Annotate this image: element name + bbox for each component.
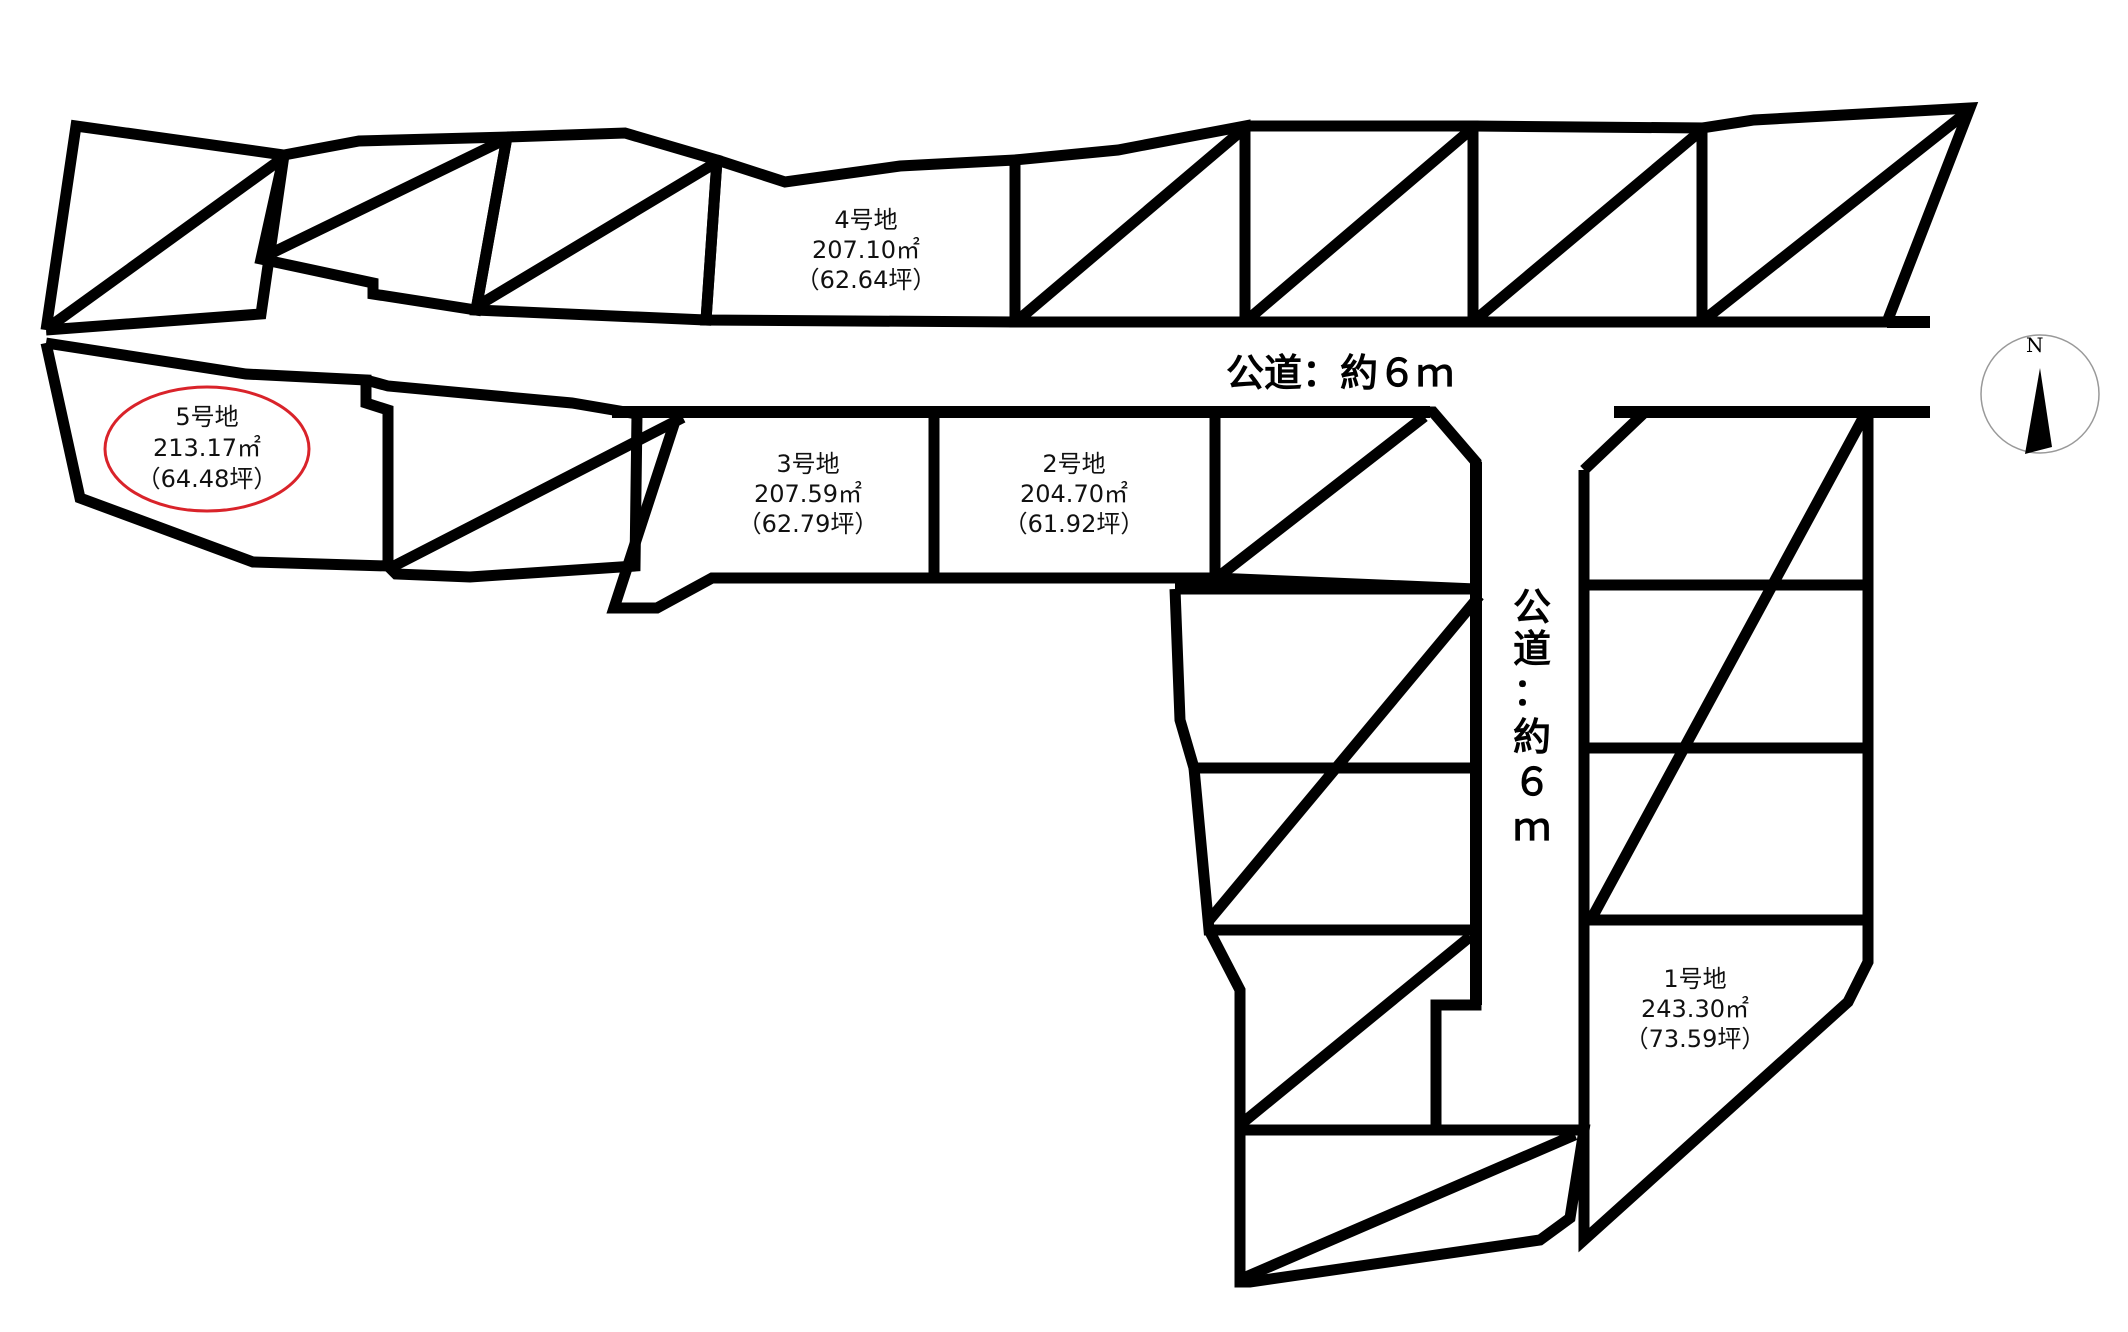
sold-lot-outline — [1578, 406, 1874, 591]
sold-lot-hatch — [1240, 1129, 1578, 1284]
sold-lot-hatch — [1472, 126, 1705, 324]
lot-1-name: 1号地 — [1663, 965, 1726, 993]
sold-lot-outline — [1188, 762, 1482, 936]
lot-4-tsubo: （62.64坪） — [796, 266, 937, 294]
north-block-outline — [40, 102, 1979, 336]
road-label-char: ６ — [1513, 760, 1551, 804]
sold-lot-hatch — [1214, 412, 1428, 582]
lot-3-area: 207.59㎡ — [754, 480, 862, 508]
road-label-char: 約 — [1513, 715, 1551, 759]
lot-3-tsubo: （62.79坪） — [738, 510, 879, 538]
sold-lot-hatch — [1586, 412, 1870, 922]
lot-2-label[interactable]: 2号地 204.70㎡ （61.92坪） — [1004, 450, 1145, 538]
lot-1-tsubo: （73.59坪） — [1625, 1025, 1766, 1053]
west-column-outline — [1169, 406, 1591, 1288]
sold-lot-hatch — [44, 152, 288, 333]
sold-lot-outline — [1169, 583, 1482, 774]
lot-5-tsubo: （64.48坪） — [137, 465, 278, 493]
compass-north-arrow-icon — [2025, 368, 2052, 454]
lot-3-name: 3号地 — [776, 450, 839, 478]
lot-4-label[interactable]: 4号地 207.10㎡ （62.64坪） — [796, 206, 937, 294]
lot-1-label[interactable]: 1号地 243.30㎡ （73.59坪） — [1625, 965, 1766, 1053]
road-label-char: 道 — [1513, 627, 1551, 671]
road-label-vertical: 公 道 ： 約 ６ ｍ — [1513, 585, 1551, 849]
sold-lot-hatch — [476, 157, 720, 310]
sold-lot-outline — [254, 131, 514, 317]
lot-3-label[interactable]: 3号地 207.59㎡ （62.79坪） — [738, 450, 879, 538]
lot-5-name: 5号地 — [175, 403, 238, 431]
north-compass: N — [1980, 333, 2100, 454]
sold-lot-outline — [1696, 102, 1979, 328]
lot-1-area: 243.30㎡ — [1641, 995, 1749, 1023]
sold-lot-outline — [1578, 742, 1874, 926]
lot-2-name: 2号地 — [1042, 450, 1105, 478]
lot-4-area: 207.10㎡ — [812, 236, 920, 264]
lot-2-area: 204.70㎡ — [1020, 480, 1128, 508]
sold-lot-hatch — [1238, 932, 1474, 1128]
east-column-outline — [1578, 406, 1874, 1253]
lot-5-outline — [40, 337, 394, 572]
lot-5-highlight-ellipse — [103, 385, 311, 513]
lot-5-label[interactable]: 5号地 213.17㎡ （64.48坪） — [137, 403, 278, 493]
lot-5-area: 213.17㎡ — [153, 434, 261, 462]
sold-lot-hatch — [1015, 124, 1248, 324]
road-label-horizontal: 公道：約６ｍ — [1226, 351, 1454, 395]
lot-2-tsubo: （61.92坪） — [1004, 510, 1145, 538]
sold-lot-hatch — [1244, 124, 1476, 324]
lot-1-outline — [1578, 914, 1874, 1253]
sold-lot-hatch — [1203, 592, 1484, 926]
sold-lot-outline — [364, 374, 643, 583]
road-label-char: ｍ — [1513, 805, 1551, 849]
south-west-block-outline — [40, 337, 1930, 614]
lot-4-name: 4号地 — [834, 206, 897, 234]
road-label-char: 公 — [1513, 585, 1551, 629]
sold-lot-outline — [1245, 120, 1479, 328]
compass-label: N — [2026, 333, 2044, 357]
sold-lot-outline — [469, 127, 723, 326]
sold-lot-hatch — [388, 412, 686, 573]
sold-lot-outline — [1209, 406, 1482, 595]
sold-lot-hatch — [1701, 108, 1970, 324]
road-label-char: ： — [1513, 670, 1551, 714]
sold-lot-hatch — [270, 134, 508, 258]
sold-lot-outline — [1009, 119, 1251, 328]
